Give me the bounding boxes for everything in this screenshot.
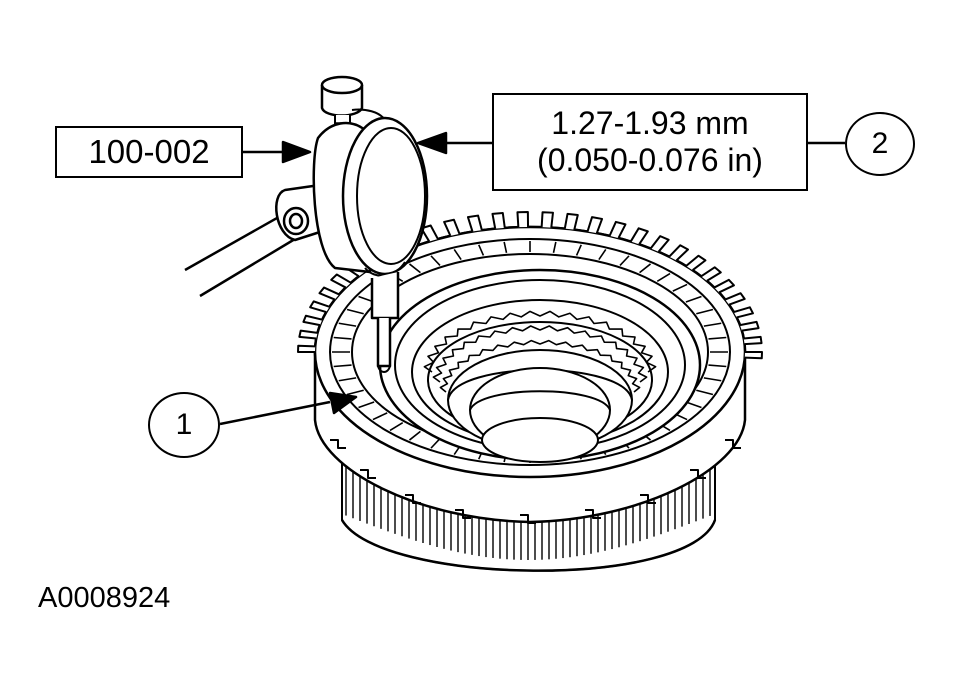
inner-clutch-plates xyxy=(423,310,657,463)
callout-number: 2 xyxy=(871,127,889,160)
indicator-mounting-arm xyxy=(184,183,322,298)
spec-imperial-text: (0.050-0.076 in) xyxy=(537,142,763,178)
callout-bubble-1: 1 xyxy=(148,392,220,458)
inner-plate-splines xyxy=(423,310,657,393)
dial-indicator-icon xyxy=(312,75,429,373)
figure-id: A0008924 xyxy=(38,582,171,614)
special-tool-label: 100-002 xyxy=(55,126,243,178)
spec-metric-text: 1.27-1.93 mm xyxy=(551,105,749,142)
arrow-icon xyxy=(219,131,845,426)
callout-bubble-2: 2 xyxy=(845,112,915,176)
callout-number: 1 xyxy=(175,408,193,441)
clearance-spec-box: 1.27-1.93 mm (0.050-0.076 in) xyxy=(492,93,808,191)
tool-number-text: 100-002 xyxy=(88,133,210,171)
